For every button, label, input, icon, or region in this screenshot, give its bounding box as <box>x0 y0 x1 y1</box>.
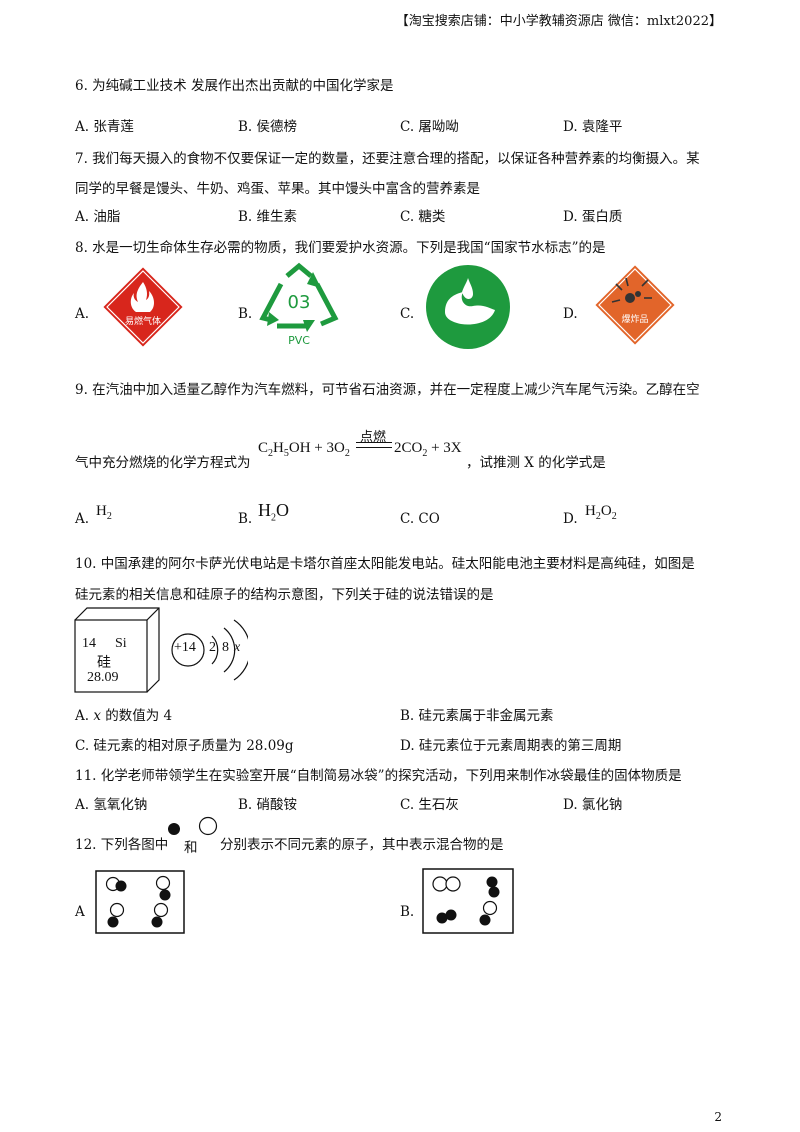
q9-option-a-formula: H2 <box>96 503 112 522</box>
q11-option-c: C. 生石灰 <box>400 797 459 813</box>
q6-text: 6. 为纯碱工业技术 发展作出杰出贡献的中国化学家是 <box>75 78 394 94</box>
q12-option-b-diagram <box>422 868 514 934</box>
q10-line1: 10. 中国承建的阿尔卡萨光伏电站是卡塔尔首座太阳能发电站。硅太阳能电池主要材料… <box>75 556 695 572</box>
q10-line2: 硅元素的相关信息和硅原子的结构示意图，下列关于硅的说法错误的是 <box>75 587 494 603</box>
q7-option-b: B. 维生素 <box>238 209 298 225</box>
silicon-atom-diagram <box>171 619 248 681</box>
element-name: 硅 <box>97 655 111 671</box>
q7-option-c: C. 糖类 <box>400 209 446 225</box>
element-symbol: Si <box>115 636 127 651</box>
q9-option-d-formula: H2O2 <box>585 503 617 522</box>
atom-shell-1: 2 <box>209 640 216 655</box>
q7-line1: 7. 我们每天摄入的食物不仅要保证一定的数量，还要注意合理的搭配，以保证各种营养… <box>75 151 700 167</box>
q8-label-b: B. <box>238 306 253 322</box>
q12-mid: 和 <box>184 840 198 856</box>
q11-text: 11. 化学老师带领学生在实验室开展“自制简易冰袋”的探究活动，下列用来制作冰袋… <box>75 768 682 784</box>
q10-option-d: D. 硅元素位于元素周期表的第三周期 <box>400 738 622 754</box>
q9-equation-products: 2CO2 + 3X <box>394 440 462 459</box>
sign-b-label: PVC <box>288 334 310 347</box>
q7-line2: 同学的早餐是馒头、牛奶、鸡蛋、苹果。其中馒头中富含的营养素是 <box>75 181 480 197</box>
silicon-element-cell <box>74 607 160 693</box>
q9-equation: C2H5OH + 3O2 <box>258 440 350 459</box>
q12-option-a-diagram <box>95 870 185 934</box>
q10-option-c: C. 硅元素的相对原子质量为 28.09g <box>75 738 294 754</box>
q11-option-a: A. 氢氧化钠 <box>75 797 148 813</box>
q11-option-d: D. 氯化钠 <box>563 797 623 813</box>
water-saving-sign-icon <box>426 265 510 349</box>
q11-option-b: B. 硝酸铵 <box>238 797 298 813</box>
atom-shell-3: x <box>234 640 241 655</box>
q9-option-c: C. CO <box>400 511 440 527</box>
q9-option-a-label: A. <box>75 511 90 527</box>
black-atom-icon <box>168 823 180 835</box>
q9-condition: 点燃 <box>360 430 387 445</box>
q9-line1: 9. 在汽油中加入适量乙醇作为汽车燃料，可节省石油资源，并在一定程度上减少汽车尾… <box>75 382 700 398</box>
q10-option-a: A. x 的数值为 4 <box>75 708 173 724</box>
q6-option-a: A. 张青莲 <box>75 119 134 135</box>
q8-label-a: A. <box>75 306 90 322</box>
header-shop-text: 【淘宝搜索店铺：中小学教辅资源店 微信：mlxt2022】 <box>395 14 722 29</box>
q9-line2-post: ，试推测 X 的化学式是 <box>466 455 606 471</box>
flammable-gas-sign-icon: 易燃气体 <box>100 264 186 350</box>
recycle-pvc-icon: 03 PVC <box>259 262 339 347</box>
q7-option-d: D. 蛋白质 <box>563 209 623 225</box>
sign-a-label: 易燃气体 <box>125 315 161 327</box>
q6-option-b: B. 侯德榜 <box>238 119 298 135</box>
q9-option-b-formula: H2O <box>258 500 289 524</box>
q9-option-b-label: B. <box>238 511 253 527</box>
q6-option-c: C. 屠呦呦 <box>400 119 459 135</box>
q12-post: 分别表示不同元素的原子，其中表示混合物的是 <box>220 837 504 853</box>
white-atom-icon <box>198 816 218 836</box>
q6-option-d: D. 袁隆平 <box>563 119 623 135</box>
element-number: 14 <box>82 636 96 651</box>
q9-option-d-label: D. <box>563 511 578 527</box>
q9-equals-sign <box>356 442 392 448</box>
q7-option-a: A. 油脂 <box>75 209 121 225</box>
q8-label-c: C. <box>400 306 415 322</box>
q12-label-b: B. <box>400 904 415 920</box>
atom-nucleus: +14 <box>174 640 196 655</box>
sign-d-label: 爆炸品 <box>621 313 648 325</box>
q12-pre: 12. 下列各图中 <box>75 837 169 853</box>
q8-label-d: D. <box>563 306 578 322</box>
page-number: 2 <box>714 1110 722 1124</box>
atom-shell-2: 8 <box>222 640 229 655</box>
explosive-sign-icon: 爆炸品 <box>592 262 678 348</box>
element-mass: 28.09 <box>87 670 119 685</box>
sign-b-number: 03 <box>288 292 311 313</box>
q12-label-a: A <box>75 904 85 920</box>
q8-text: 8. 水是一切生命体生存必需的物质，我们要爱护水资源。下列是我国“国家节水标志”… <box>75 240 606 256</box>
q10-option-b: B. 硅元素属于非金属元素 <box>400 708 554 724</box>
q9-line2-pre: 气中充分燃烧的化学方程式为 <box>75 455 251 471</box>
